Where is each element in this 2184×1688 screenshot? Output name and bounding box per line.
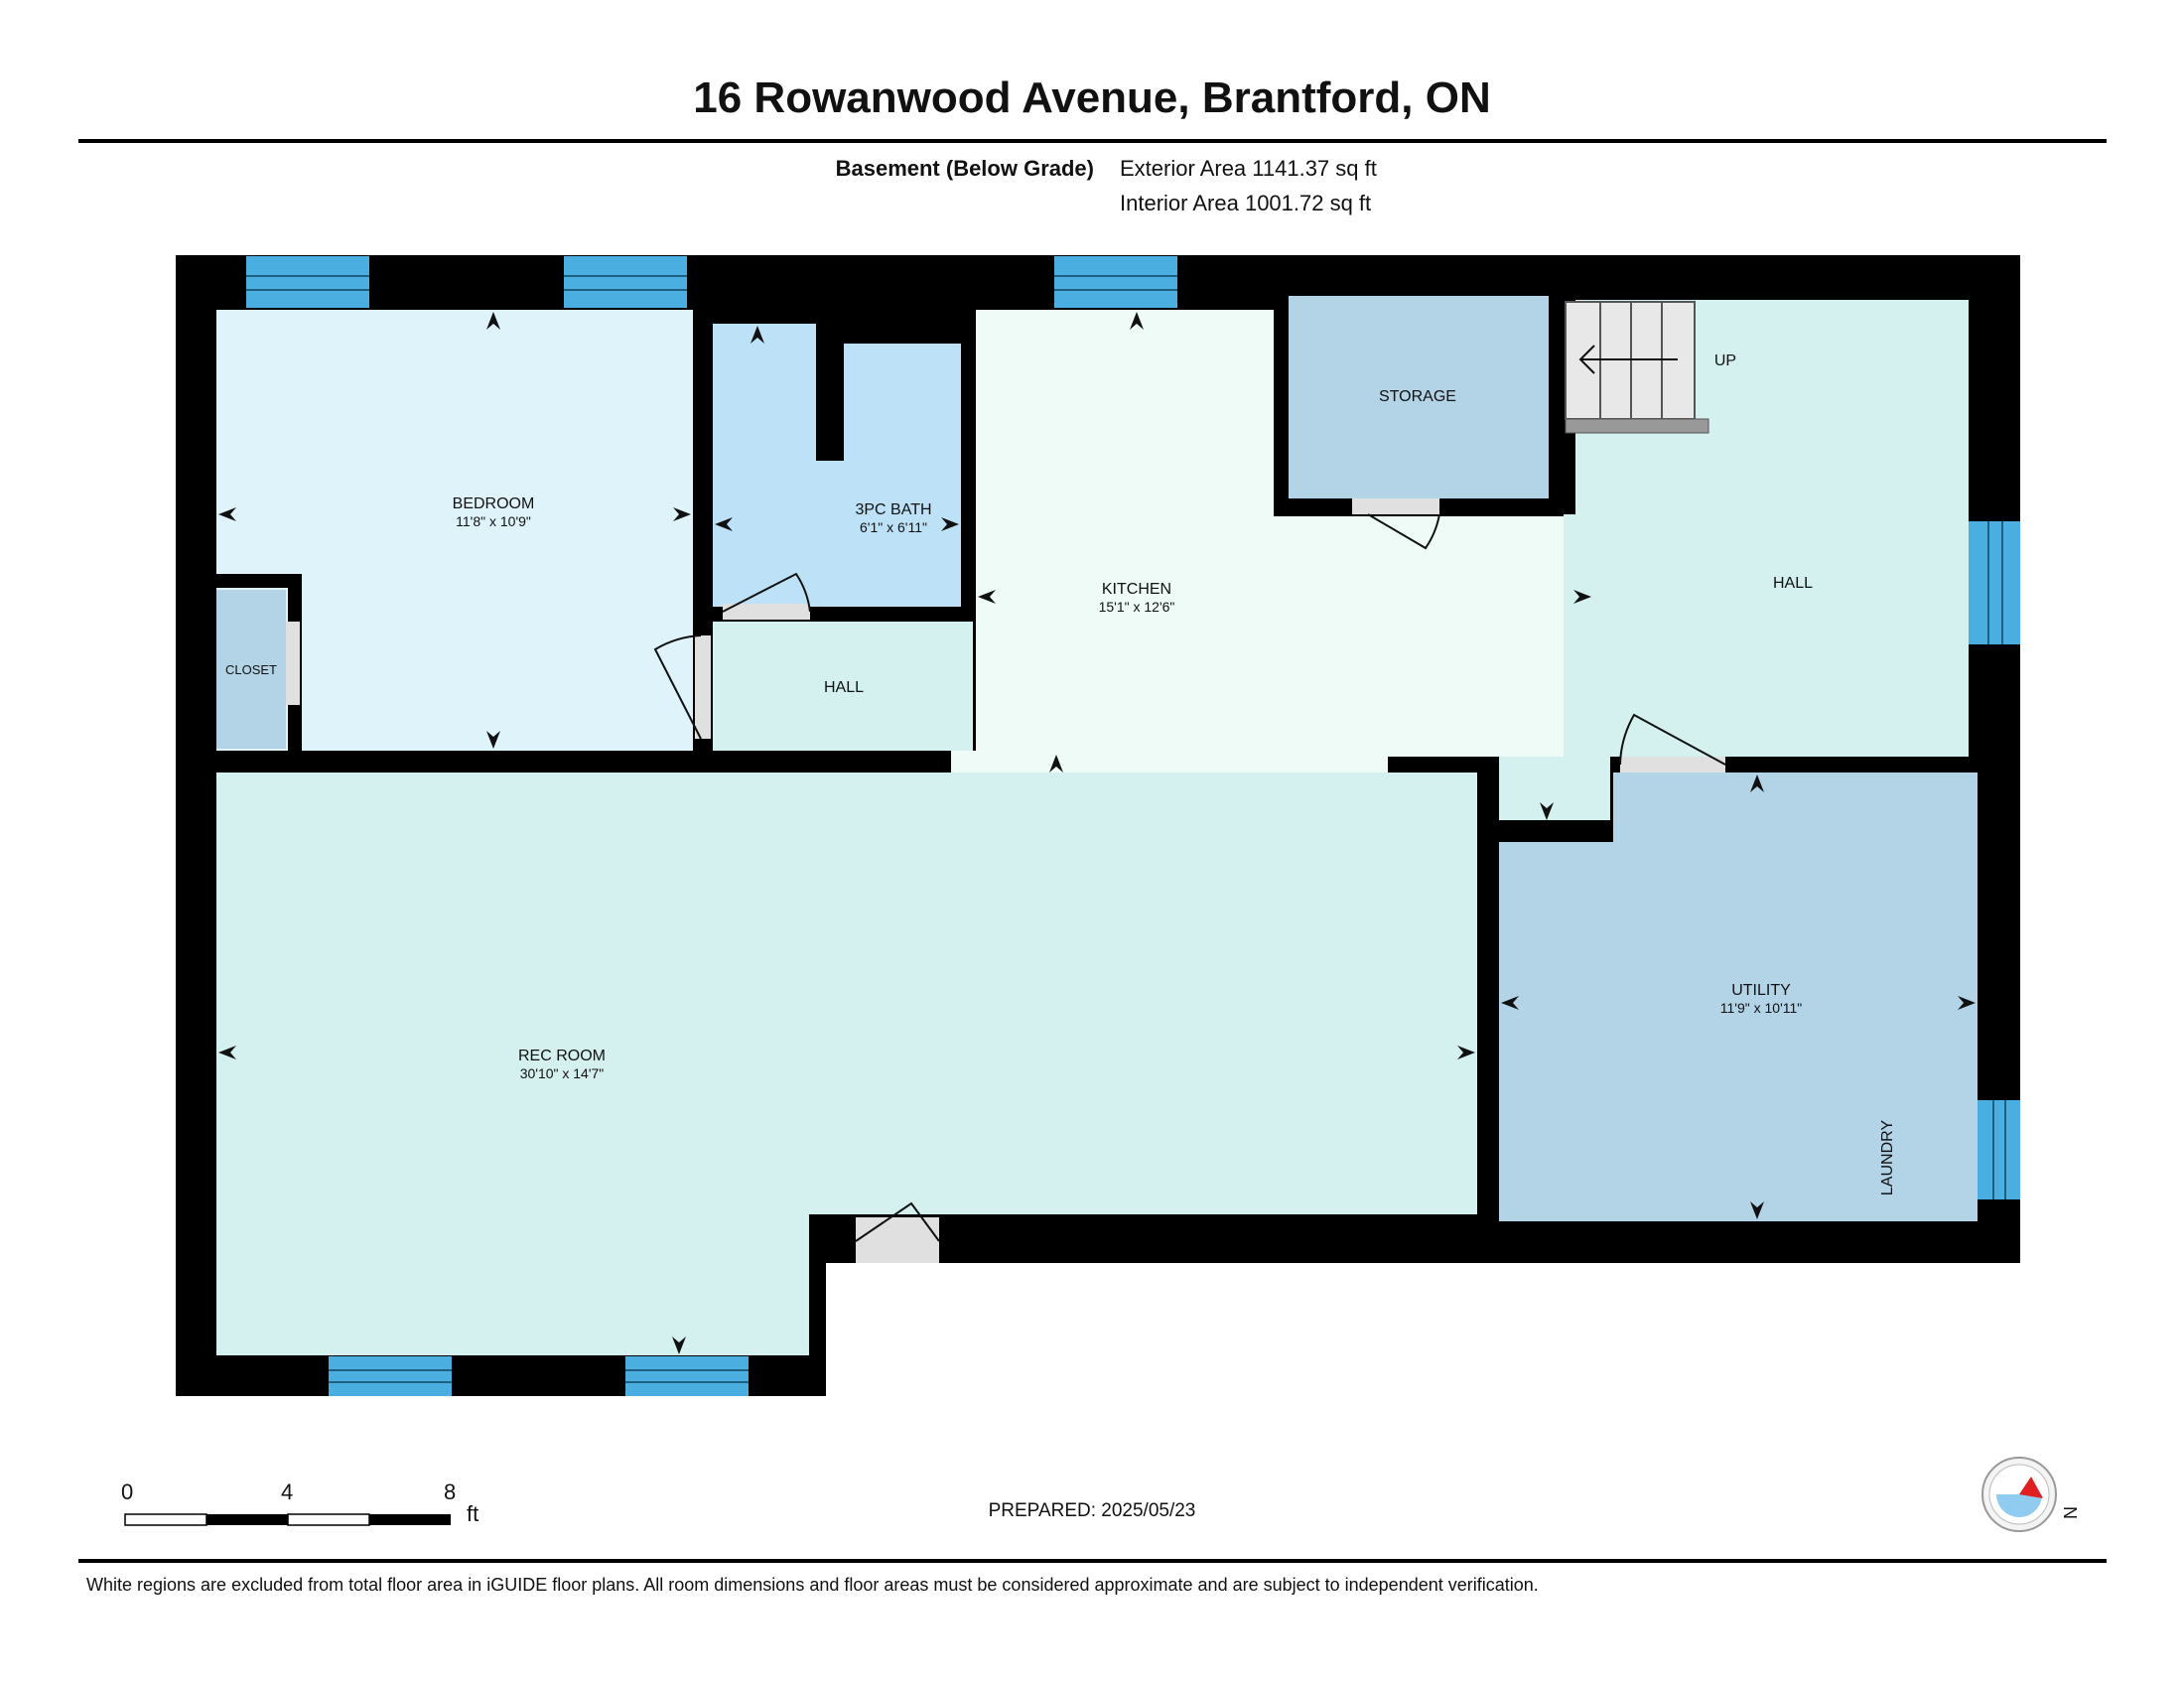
scale-tick-8: 8 xyxy=(444,1479,457,1504)
room-hall-small xyxy=(713,622,973,751)
room-dims-bedroom: 11'8" x 10'9" xyxy=(456,513,531,529)
doors xyxy=(286,498,1726,1263)
windows xyxy=(246,256,2020,1396)
room-label-closet: CLOSET xyxy=(225,662,277,677)
compass-icon: N xyxy=(1981,1457,2080,1532)
page-title: 16 Rowanwood Avenue, Brantford, ON xyxy=(693,73,1491,122)
room-label-laundry: LAUNDRY xyxy=(1879,1120,1896,1196)
room-utility-upper xyxy=(1613,773,1978,844)
room-label-hall-small: HALL xyxy=(824,679,864,696)
scale-unit: ft xyxy=(467,1501,479,1526)
room-rec xyxy=(216,773,1477,1214)
room-hall-right-lower xyxy=(1593,514,1623,757)
room-label-hall-right: HALL xyxy=(1773,575,1813,592)
prepared-date: PREPARED: 2025/05/23 xyxy=(988,1500,1196,1521)
excluded-region xyxy=(828,1264,2029,1403)
room-closet xyxy=(216,590,286,749)
scale-tick-4: 4 xyxy=(281,1479,294,1504)
exterior-area: Exterior Area 1141.37 sq ft xyxy=(1120,156,1377,181)
scale-tick-0: 0 xyxy=(121,1479,134,1504)
interior-area: Interior Area 1001.72 sq ft xyxy=(1120,191,1372,215)
utility-stair-gap xyxy=(1499,757,1610,820)
room-rec-lower xyxy=(216,1211,809,1355)
room-dims-kitchen: 15'1" x 12'6" xyxy=(1099,599,1175,615)
room-storage xyxy=(1289,296,1549,498)
dimension-markers xyxy=(218,312,1976,1354)
staircase xyxy=(1565,301,1709,434)
disclaimer: White regions are excluded from total fl… xyxy=(86,1575,1539,1595)
room-label-storage: STORAGE xyxy=(1379,388,1456,405)
room-dims-rec: 30'10" x 14'7" xyxy=(520,1065,605,1081)
room-label-kitchen: KITCHEN xyxy=(1102,581,1171,598)
stairs-up-label: UP xyxy=(1714,352,1736,369)
rec-top-open xyxy=(951,751,1388,773)
footer-divider xyxy=(78,1559,2107,1563)
scale-bar xyxy=(124,1513,451,1526)
room-utility xyxy=(1499,842,1978,1221)
closet-wall-top xyxy=(216,574,302,588)
room-label-bath: 3PC BATH xyxy=(855,501,931,518)
room-dims-utility: 11'9" x 10'11" xyxy=(1720,1000,1803,1016)
room-label-bedroom: BEDROOM xyxy=(453,495,535,512)
floor-level-label: Basement (Below Grade) xyxy=(835,156,1094,181)
room-label-utility: UTILITY xyxy=(1731,982,1791,999)
room-label-rec: REC ROOM xyxy=(518,1048,606,1064)
header-divider xyxy=(78,139,2107,143)
bath-top-wall xyxy=(816,310,963,344)
room-dims-bath: 6'1" x 6'11" xyxy=(860,519,927,535)
compass-north-label: N xyxy=(2060,1506,2080,1519)
